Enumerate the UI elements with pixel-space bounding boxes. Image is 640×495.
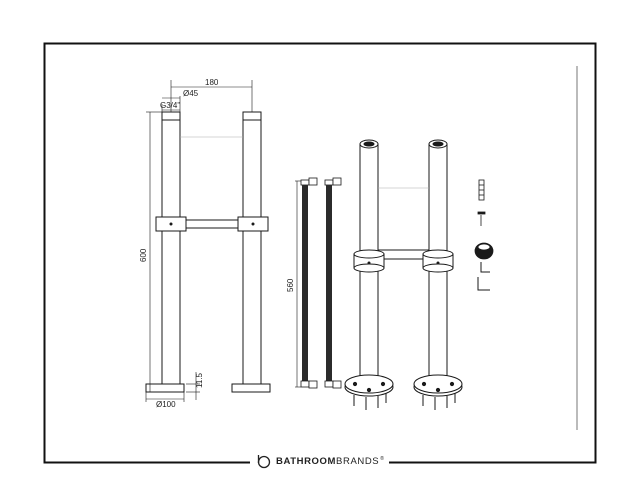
brand-trademark: ® [380, 456, 385, 463]
front-elevation-view [145, 80, 271, 402]
fixing-accessories [474, 179, 494, 291]
allen-key-2 [477, 277, 490, 291]
right-base-plate [231, 383, 271, 393]
wall-plug [477, 211, 486, 215]
brand-logo: BATHROOMBRANDS® [272, 455, 389, 469]
left-base-plate [145, 383, 185, 393]
flexible-hoses [295, 177, 342, 389]
allen-key-1 [480, 262, 490, 273]
dim-thread: G3/4" [160, 101, 180, 110]
right-leg [242, 111, 262, 385]
dim-overall-width: 180 [205, 78, 219, 87]
brand-wordmark: BATHROOMBRANDS® [276, 456, 385, 467]
drawing-frame [43, 42, 597, 464]
dim-base-diameter: Ø100 [156, 400, 176, 409]
cross-bar [185, 219, 239, 229]
brand-name-regular: BRANDS [336, 456, 380, 468]
isometric-view [344, 139, 463, 410]
bathroombrands-logo-icon [257, 455, 271, 469]
iso-cross-bar [377, 249, 430, 260]
left-leg [161, 111, 181, 385]
dim-base-thickness: 11.5 [195, 372, 204, 388]
dim-overall-height: 600 [139, 248, 148, 262]
dim-hose-length: 560 [286, 278, 295, 292]
brand-name-bold: BATHROOM [276, 456, 337, 468]
dim-pipe-diameter: Ø45 [183, 89, 199, 98]
